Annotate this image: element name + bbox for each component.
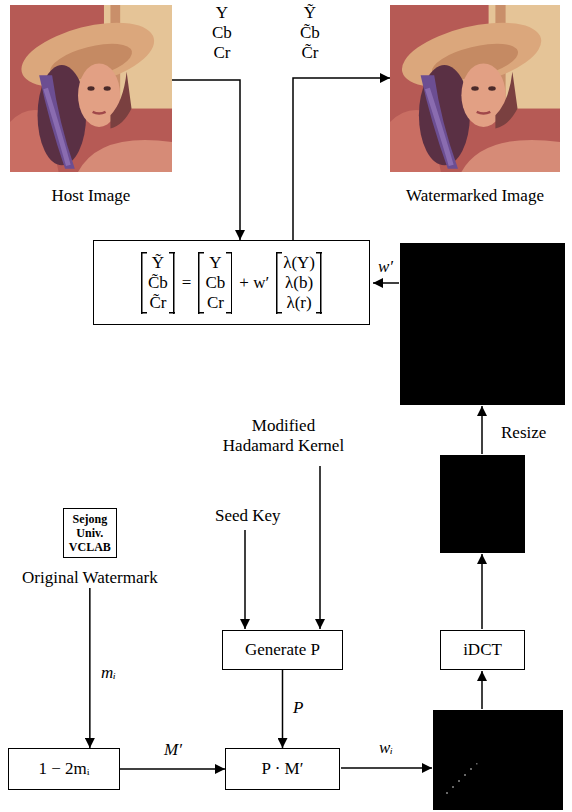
matrix-vector: λ(Y) λ(b) λ(r) — [276, 252, 322, 314]
arrow-idct-in — [481, 671, 483, 709]
watermark-pattern-idct — [440, 455, 525, 553]
image-caption: Watermarked Image — [390, 186, 560, 206]
image-caption: Original Watermark — [22, 568, 158, 588]
arrow-resize — [481, 406, 483, 454]
matrix-vector: Y Cb Cr — [198, 252, 232, 314]
signal-label: mᵢ — [100, 663, 117, 683]
pattern-speckle — [446, 763, 478, 794]
watermark-pattern-large — [400, 243, 565, 405]
equation-term: + w′ — [239, 273, 269, 293]
text-label: wᵢ — [378, 738, 394, 758]
text-label: w′ — [377, 257, 394, 277]
flow-arrow — [172, 80, 240, 240]
node-box: P · M′ — [225, 748, 340, 790]
flow-arrow — [120, 768, 225, 770]
vector-label: Y Cb Cr — [211, 3, 233, 63]
flow-arrow — [89, 588, 91, 748]
node-box: Generate P — [222, 630, 343, 670]
arrow-idct-out — [481, 554, 483, 629]
process-label: iDCT — [463, 640, 502, 660]
flow-arrow — [293, 78, 390, 240]
node-photo: Watermarked Image — [390, 5, 560, 206]
text-label: Seed Key — [214, 506, 282, 526]
process-label: Generate P — [245, 640, 320, 660]
node-box: 1 − 2mᵢ — [8, 748, 120, 790]
equation-term: = — [182, 273, 192, 293]
watermarked-photo — [390, 5, 560, 172]
flow-arrow — [282, 670, 284, 748]
node-logo: Sejong Univ. VCLAB Original Watermark — [22, 508, 158, 588]
matrix-vector: Ỹ C̃b C̃r — [141, 252, 175, 314]
arrow-kernel — [319, 466, 321, 629]
text-label: Resize — [500, 423, 547, 443]
arrow-wi — [341, 767, 432, 769]
arrow-w-prime — [373, 282, 399, 284]
signal-label: M′ — [163, 740, 183, 760]
watermark-logo: Sejong Univ. VCLAB — [63, 508, 117, 558]
node-photo: Host Image — [10, 5, 172, 206]
image-caption: Host Image — [10, 186, 172, 206]
node-eq: Ỹ C̃b C̃r = Y Cb Cr + w′ λ(Y) λ(b) λ(r) — [93, 240, 370, 325]
process-label: 1 − 2mᵢ — [38, 759, 89, 779]
watermark-pattern-wi — [433, 710, 563, 810]
node-box: iDCT — [440, 630, 525, 670]
text-label: Modified Hadamard Kernel — [220, 416, 347, 456]
signal-label: P — [292, 698, 304, 718]
arrow-seed — [244, 530, 246, 629]
vector-label: Ỹ C̃b C̃r — [299, 3, 321, 63]
host-photo — [10, 5, 172, 172]
process-label: P · M′ — [262, 759, 304, 779]
